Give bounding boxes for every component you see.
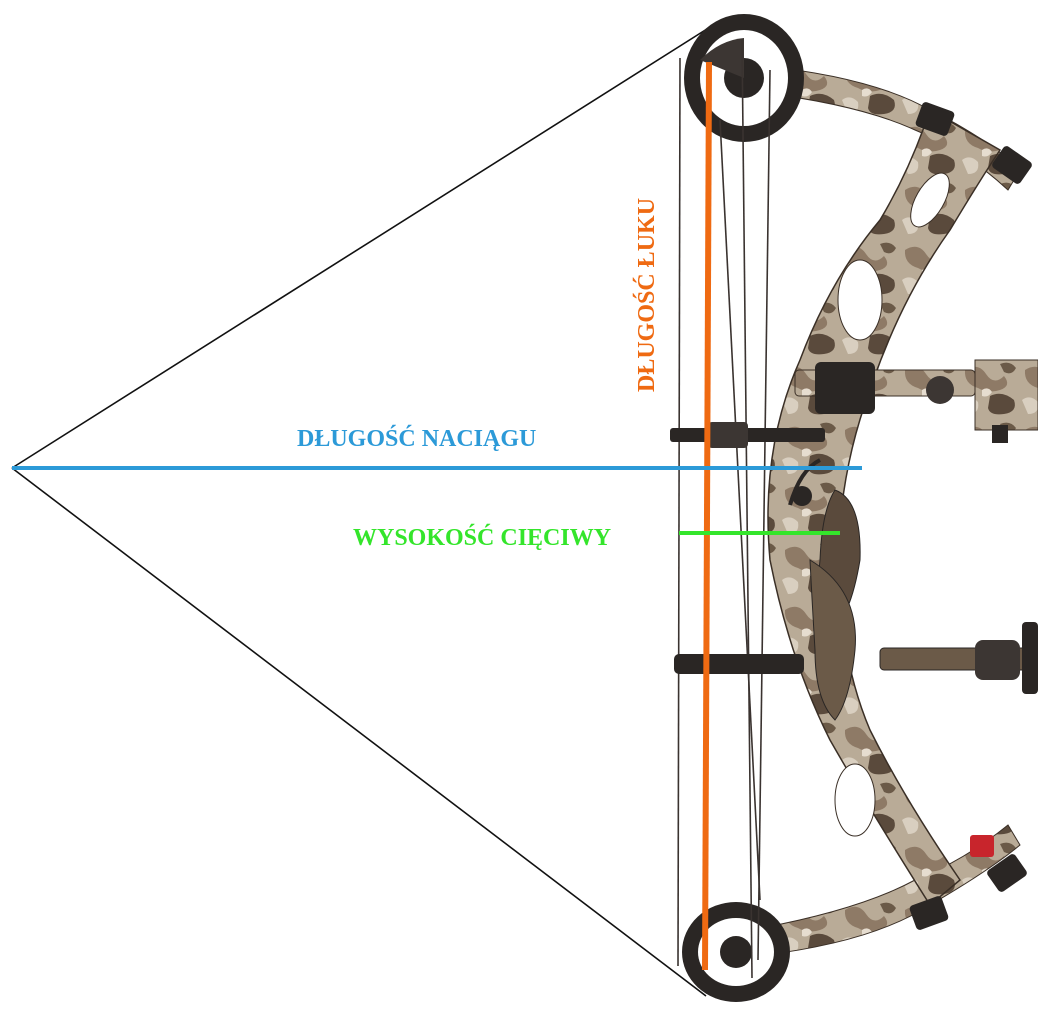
bow-riser: [768, 110, 1000, 905]
top-cam-icon: [684, 14, 804, 142]
bottom-cam-icon: [682, 902, 790, 1002]
draw-length-label: DŁUGOŚĆ NACIĄGU: [297, 425, 536, 452]
bow-length-label: DŁUGOŚĆ ŁUKU: [633, 198, 660, 392]
bowstring: [678, 40, 770, 978]
string-triangle: [12, 22, 718, 996]
brace-height-label: WYSOKOŚĆ CIĘCIWY: [353, 524, 611, 551]
bow-length-line: [705, 62, 709, 970]
stabilizer-icon: [674, 622, 1038, 694]
